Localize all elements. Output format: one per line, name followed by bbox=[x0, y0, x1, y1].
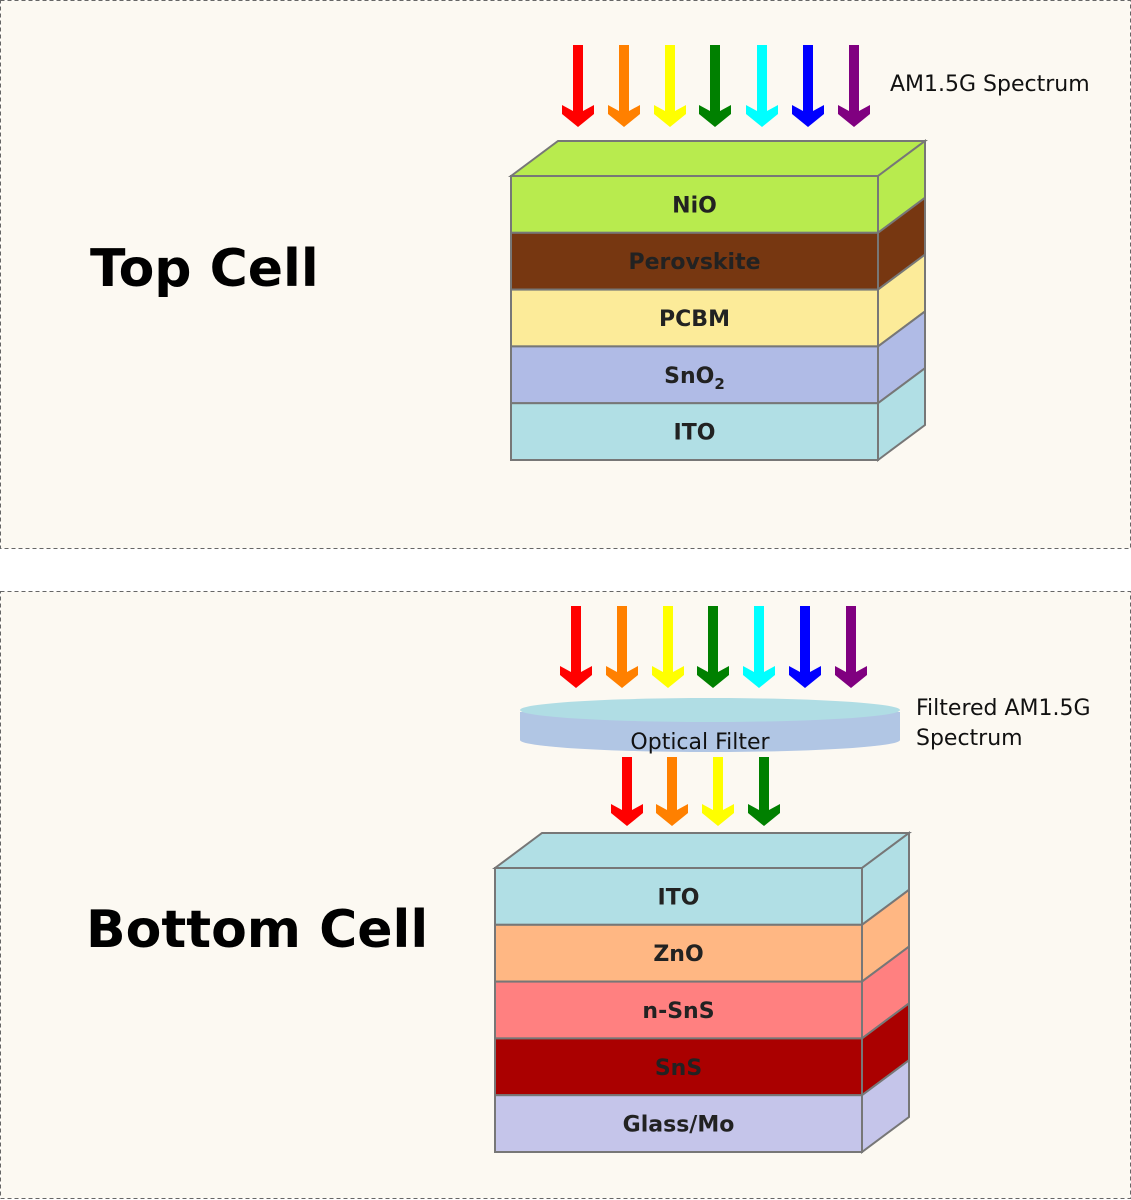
top-cell-title: Top Cell bbox=[90, 239, 319, 299]
layer-zno: ZnO bbox=[494, 887, 910, 984]
layer-label: PCBM bbox=[659, 307, 730, 332]
layer-label: Glass/Mo bbox=[623, 1113, 735, 1138]
arrow-icon bbox=[702, 757, 734, 826]
layer-label: ZnO bbox=[653, 942, 703, 967]
arrow-icon bbox=[835, 606, 867, 688]
layer-glass-mo: Glass/Mo bbox=[494, 1058, 910, 1154]
arrow-icon bbox=[611, 757, 643, 826]
arrow-icon bbox=[748, 757, 780, 826]
arrow-icon bbox=[560, 606, 592, 688]
layer-label: NiO bbox=[672, 193, 717, 218]
arrow-icon bbox=[608, 45, 640, 127]
layer-ito: ITO bbox=[510, 366, 926, 462]
bottom-incident-arrows bbox=[560, 606, 867, 688]
arrow-icon bbox=[743, 606, 775, 688]
arrow-icon bbox=[838, 45, 870, 127]
layer-label: SnO2 bbox=[664, 364, 725, 393]
arrow-icon bbox=[699, 45, 731, 127]
arrow-icon bbox=[789, 606, 821, 688]
top-incident-arrows bbox=[562, 45, 870, 127]
arrow-icon bbox=[746, 45, 778, 127]
layer-label: ITO bbox=[674, 421, 716, 446]
layer-label: Perovskite bbox=[628, 250, 760, 275]
layer-nio: NiO bbox=[507, 139, 929, 235]
layer-label: ITO bbox=[658, 885, 700, 910]
am15g-spectrum-label: AM1.5G Spectrum bbox=[890, 72, 1090, 97]
arrow-icon bbox=[656, 757, 688, 826]
arrow-icon bbox=[606, 606, 638, 688]
layer-sns: SnS bbox=[494, 1001, 910, 1098]
filtered-spectrum-label-line1: Filtered AM1.5G bbox=[916, 696, 1091, 721]
filtered-arrows bbox=[611, 757, 780, 826]
filtered-spectrum-label-line2: Spectrum bbox=[916, 726, 1023, 751]
layer-n-sns: n-SnS bbox=[494, 944, 910, 1041]
arrow-icon bbox=[562, 45, 594, 127]
layer-label: SnS bbox=[655, 1056, 702, 1081]
layer-pcbm: PCBM bbox=[510, 252, 926, 349]
arrow-icon bbox=[654, 45, 686, 127]
bottom-cell-stack: ITO ZnO n-SnS SnS Glass/Mo bbox=[491, 831, 913, 1154]
arrow-icon bbox=[652, 606, 684, 688]
bottom-cell-title: Bottom Cell bbox=[86, 900, 428, 960]
optical-filter: Optical Filter bbox=[520, 698, 900, 755]
layer-ito: ITO bbox=[491, 831, 913, 927]
optical-filter-label: Optical Filter bbox=[630, 730, 770, 755]
layer-sno: SnO2 bbox=[510, 309, 926, 406]
arrow-icon bbox=[697, 606, 729, 688]
layer-label: n-SnS bbox=[642, 999, 714, 1024]
arrow-icon bbox=[792, 45, 824, 127]
